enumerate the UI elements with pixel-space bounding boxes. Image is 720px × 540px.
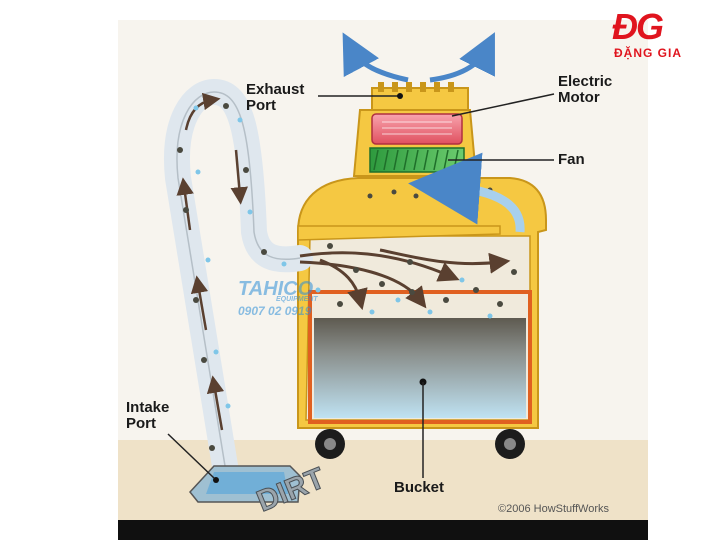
exhaust-arrow-right [429, 32, 495, 83]
credit-text: ©2006 HowStuffWorks [498, 503, 610, 515]
electric-motor [371, 113, 463, 145]
intake-mouth [206, 472, 288, 494]
filter-shelf [297, 225, 501, 241]
hose-flow-arrows [176, 92, 248, 431]
label-exhaust-port: Exhaust Port [246, 81, 305, 114]
exhaust-pointer-dot [397, 93, 403, 99]
chamber-particles [315, 243, 517, 319]
watermark-sub: EQUIPMENT [276, 296, 318, 303]
clean-air-arrow [408, 152, 525, 233]
watermark-phone: 0907 02 0919 [238, 304, 312, 318]
motor-leader [451, 93, 555, 117]
wheels [315, 429, 525, 459]
exhaust-vents [378, 82, 454, 92]
motor-windings [382, 121, 452, 135]
watermark-brand: TAHICO [238, 278, 314, 300]
bucket-contents [314, 318, 526, 418]
label-fan: Fan [558, 151, 585, 168]
logo-name: ĐẶNG GIA [614, 46, 682, 60]
label-bucket: Bucket [394, 479, 445, 496]
logo-mark: ĐG [612, 6, 664, 47]
exhaust-arrow-left [342, 32, 409, 83]
label-electric-motor: Electric Motor [558, 73, 613, 106]
intake-pointer-dot [213, 477, 219, 483]
label-intake-port: Intake Port [126, 399, 170, 432]
intake-leader [167, 433, 215, 479]
hose-particles [177, 103, 287, 451]
bottom-band [118, 520, 648, 540]
